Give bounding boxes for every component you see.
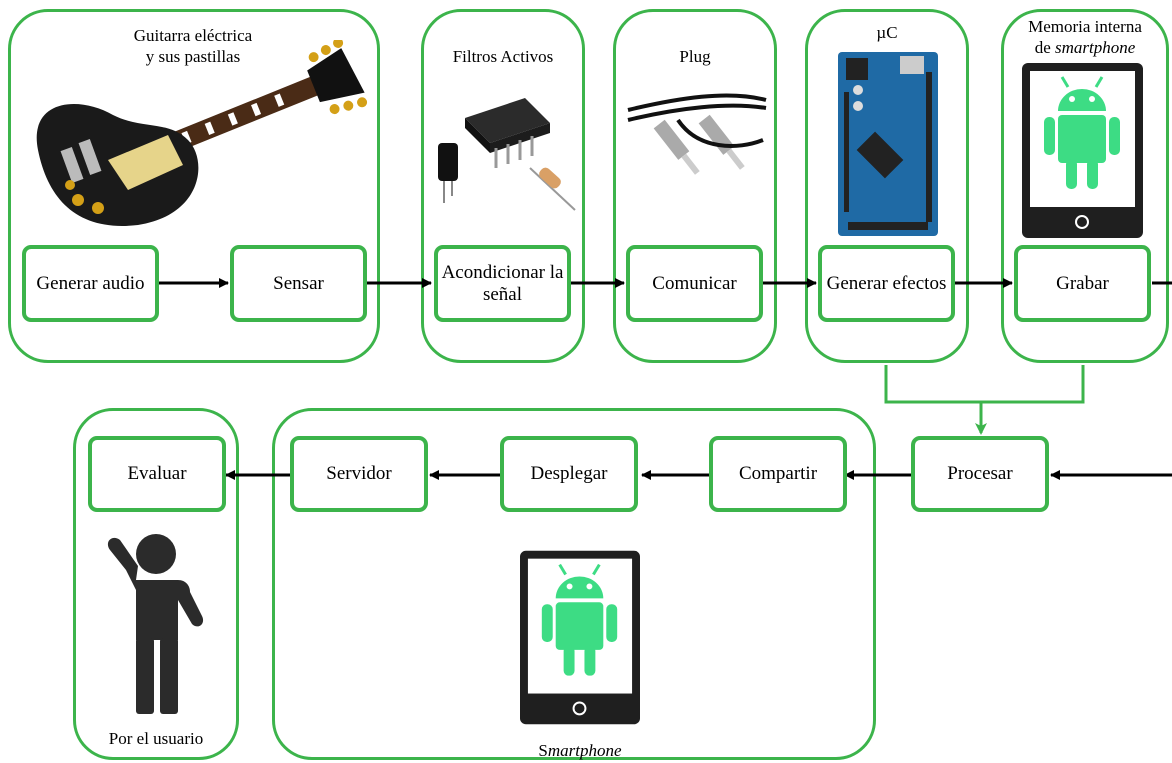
block-generar-audio: Generar audio bbox=[22, 245, 159, 322]
block-compartir: Compartir bbox=[709, 436, 847, 512]
caption-smartphone: Smartphone bbox=[480, 740, 680, 761]
caption-memory: Memoria interna de smartphone bbox=[1003, 16, 1167, 58]
block-generar-efectos: Generar efectos bbox=[818, 245, 955, 322]
arduino-board-icon bbox=[838, 52, 938, 236]
block-grabar: Grabar bbox=[1014, 245, 1151, 322]
person-icon bbox=[107, 534, 204, 714]
block-evaluar: Evaluar bbox=[88, 436, 226, 512]
caption-plug: Plug bbox=[679, 47, 711, 66]
caption-smartphone-prefix: S bbox=[538, 741, 548, 760]
block-servidor: Servidor bbox=[290, 436, 428, 512]
caption-filters: Filtros Activos bbox=[452, 47, 554, 66]
block-sensar: Sensar bbox=[230, 245, 367, 322]
android-tablet-icon bbox=[1022, 63, 1143, 238]
caption-user: Por el usuario bbox=[108, 729, 204, 748]
connector-uc-mem-procesar bbox=[884, 365, 1085, 404]
block-acondicionar: Acondicionar la señal bbox=[434, 245, 571, 322]
caption-smartphone-italic: martphone bbox=[547, 741, 622, 760]
caption-memory-italic: smartphone bbox=[1055, 38, 1136, 57]
caption-uc: µC bbox=[876, 23, 898, 42]
caption-memory-prefix: de bbox=[1034, 38, 1055, 57]
caption-guitar: Guitarra eléctrica y sus pastillas bbox=[133, 26, 253, 66]
block-desplegar: Desplegar bbox=[500, 436, 638, 512]
block-procesar: Procesar bbox=[911, 436, 1049, 512]
block-comunicar: Comunicar bbox=[626, 245, 763, 322]
audio-jack-plug-icon bbox=[627, 93, 767, 175]
android-tablet-icon bbox=[520, 550, 640, 725]
op-amp-chip-icon bbox=[438, 98, 576, 211]
electric-guitar-icon bbox=[36, 40, 368, 226]
caption-memory-line1: Memoria interna bbox=[1028, 17, 1142, 36]
